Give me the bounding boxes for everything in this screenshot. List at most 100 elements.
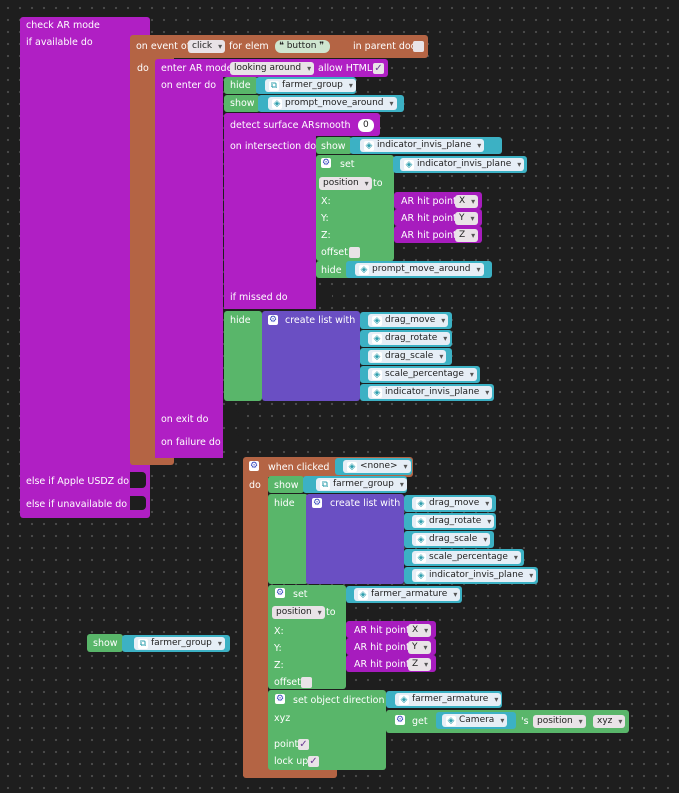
set-direction-block[interactable]	[268, 690, 386, 770]
unavailable-empty-slot[interactable]	[130, 496, 146, 510]
ar-hit-x-dropdown-1[interactable]: X	[455, 195, 479, 208]
obj-dropdown-armature-1[interactable]: ◈farmer_armature	[354, 588, 461, 601]
show-block-1[interactable]	[224, 95, 260, 112]
list1-item-dropdown[interactable]: ◈drag_move	[368, 314, 449, 327]
ar-hit-y-label-2: AR hit point	[354, 642, 410, 653]
for-elem-label: for elem	[229, 41, 269, 52]
list2-item-dropdown[interactable]: ◈drag_scale	[412, 533, 491, 546]
smooth-number-input[interactable]: 0	[358, 119, 374, 132]
possessive-label: 's	[521, 716, 529, 727]
property-dropdown-1[interactable]: position	[319, 177, 372, 190]
when-clicked-do-label: do	[249, 480, 261, 491]
list2-item-dropdown[interactable]: ◈drag_rotate	[412, 515, 495, 528]
offset-checkbox-1[interactable]	[349, 247, 360, 258]
when-clicked-dropdown[interactable]: ◈<none>	[343, 460, 411, 473]
obj-dropdown-indicator-1[interactable]: ◈indicator_invis_plane	[360, 139, 485, 152]
lock-up-checkbox[interactable]: ✓	[308, 756, 319, 767]
group-icon: ⧉	[320, 480, 330, 490]
event-type-dropdown[interactable]: click	[188, 40, 226, 53]
offset-checkbox-2[interactable]	[301, 677, 312, 688]
axis-dropdown[interactable]: xyz	[593, 715, 626, 728]
gear-icon[interactable]: ⚙	[395, 715, 405, 725]
cube-icon: ◈	[416, 499, 426, 509]
group-icon: ⧉	[138, 639, 148, 649]
set-label-2: set	[293, 589, 308, 600]
ar-hit-y-dropdown-2[interactable]: Y	[408, 641, 431, 654]
cube-icon: ◈	[272, 99, 282, 109]
obj-dropdown-armature-2[interactable]: ◈farmer_armature	[395, 693, 502, 706]
ar-hit-z-dropdown-2[interactable]: Z	[408, 658, 432, 671]
hide-list-block-1[interactable]	[224, 311, 262, 401]
cube-icon: ◈	[372, 334, 382, 344]
gear-icon[interactable]: ⚙	[249, 461, 259, 471]
gear-icon[interactable]: ⚙	[275, 588, 285, 598]
list1-item-dropdown[interactable]: ◈drag_rotate	[368, 332, 451, 345]
create-list-block-1[interactable]	[262, 311, 360, 401]
usdz-empty-slot[interactable]	[130, 472, 146, 488]
get-property-dropdown[interactable]: position	[533, 715, 586, 728]
gear-icon[interactable]: ⚙	[275, 694, 285, 704]
on-exit-label: on exit do	[161, 414, 209, 425]
camera-dropdown[interactable]: ◈Camera	[442, 714, 508, 727]
list2-item-dropdown[interactable]: ◈indicator_invis_plane	[412, 569, 537, 582]
smooth-label: smooth	[315, 120, 351, 131]
ar-mode-dropdown[interactable]: looking around	[230, 62, 315, 75]
on-exit-empty-slot[interactable]	[223, 410, 239, 426]
when-clicked-label: when clicked	[268, 462, 330, 473]
set-position-block-2[interactable]	[268, 585, 346, 689]
allow-html-checkbox[interactable]: ✓	[373, 63, 384, 74]
cube-icon: ◈	[364, 141, 374, 151]
list2-item-dropdown[interactable]: ◈drag_move	[412, 497, 493, 510]
list2-item-label: drag_move	[429, 498, 480, 508]
list2-item-dropdown[interactable]: ◈scale_percentage	[412, 551, 521, 564]
property-dropdown-2[interactable]: position	[272, 606, 325, 619]
list1-item-label: drag_scale	[385, 351, 434, 361]
check-ar-mode-label: check AR mode	[26, 20, 100, 31]
create-list-block-2[interactable]	[306, 494, 404, 584]
show-block-floating[interactable]	[87, 634, 123, 652]
obj-dropdown-farmer-group-2[interactable]: ⧉farmer_group	[316, 478, 407, 491]
hide-block-2[interactable]	[316, 261, 352, 278]
cube-icon: ◈	[399, 695, 409, 705]
obj-dropdown-prompt-2[interactable]: ◈prompt_move_around	[355, 263, 484, 276]
quote-open-icon: ❝	[279, 41, 287, 51]
list1-item-dropdown[interactable]: ◈indicator_invis_plane	[368, 386, 493, 399]
list1-item-dropdown[interactable]: ◈scale_percentage	[368, 368, 477, 381]
show-block-3[interactable]	[268, 476, 304, 493]
check-ar-mode-block[interactable]	[20, 17, 150, 518]
gear-icon[interactable]: ⚙	[321, 158, 331, 168]
obj-dropdown-farmer-group-floating[interactable]: ⧉farmer_group	[134, 637, 225, 650]
if-missed-empty-slot[interactable]	[316, 287, 332, 303]
gear-icon[interactable]: ⚙	[268, 315, 278, 325]
in-parent-doc-checkbox[interactable]	[413, 41, 424, 52]
y-label-1: Y:	[321, 213, 329, 224]
obj-dropdown-prompt-1[interactable]: ◈prompt_move_around	[268, 97, 397, 110]
ar-hit-z-label-1: AR hit point	[401, 230, 457, 241]
hide-block-1[interactable]	[224, 77, 258, 94]
in-parent-doc-label: in parent doc	[353, 41, 416, 52]
set-position-block-1[interactable]	[316, 155, 394, 261]
ar-hit-z-dropdown-1[interactable]: Z	[455, 229, 479, 242]
list2-item-label: drag_rotate	[429, 516, 482, 526]
y-label-2: Y:	[274, 643, 282, 654]
lock-up-label: lock up	[274, 756, 309, 767]
list1-item-label: drag_rotate	[385, 333, 438, 343]
show-block-2[interactable]	[316, 137, 352, 154]
on-failure-empty-slot[interactable]	[223, 433, 239, 449]
show-label-floating: show	[93, 638, 118, 649]
detect-surface-block[interactable]	[224, 113, 380, 136]
obj-dropdown-indicator-2[interactable]: ◈indicator_invis_plane	[400, 158, 525, 171]
ar-hit-y-label-1: AR hit point	[401, 213, 457, 224]
obj-dropdown-farmer-group-1[interactable]: ⧉farmer_group	[265, 79, 356, 92]
ar-hit-x-dropdown-2[interactable]: X	[408, 624, 432, 637]
x-label-1: X:	[321, 196, 331, 207]
list1-item-dropdown[interactable]: ◈drag_scale	[368, 350, 447, 363]
ar-hit-y-dropdown-1[interactable]: Y	[455, 212, 478, 225]
hide-list-block-2[interactable]	[268, 494, 308, 584]
gear-icon[interactable]: ⚙	[312, 498, 322, 508]
else-if-unavailable-label: else if unavailable do	[26, 499, 128, 510]
point-checkbox[interactable]: ✓	[298, 739, 309, 750]
allow-html-label: allow HTML	[318, 63, 373, 74]
elem-text-input[interactable]: ❝ button ❞	[275, 40, 331, 53]
set-direction-label: set object direction	[293, 695, 385, 706]
